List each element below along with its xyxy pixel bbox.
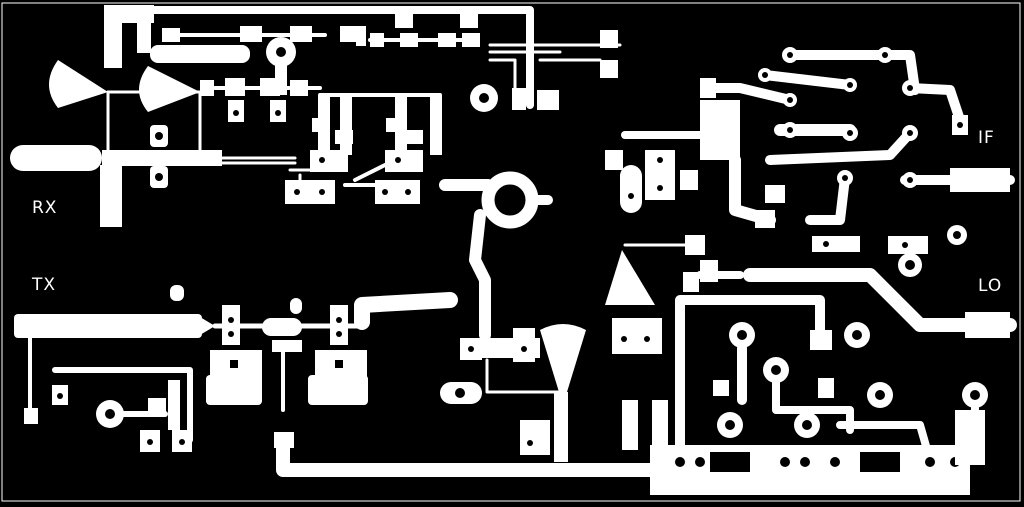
radial-stub-rx-2 (139, 66, 200, 112)
if-label: IF (978, 128, 995, 148)
tx-amp-stage-2 (308, 305, 368, 405)
rx-pads (150, 125, 221, 188)
right-top-network (621, 47, 1015, 277)
mixer-section (285, 93, 442, 204)
radial-stub-rx-1 (49, 60, 108, 108)
bottom-right-network (622, 295, 988, 495)
lo-label: LO (978, 276, 1003, 296)
rx-label: RX (32, 198, 58, 218)
rx-connector (10, 145, 222, 227)
lo-line (605, 250, 1017, 354)
tx-label: TX (32, 275, 57, 295)
tx-amp-stage-1 (206, 305, 262, 405)
top-bus (104, 5, 534, 109)
mid-top-pads (200, 78, 322, 122)
left-of-if-components (605, 150, 718, 282)
ring-hybrid (439, 171, 553, 341)
top-right-traces (356, 26, 622, 112)
center-lower (440, 324, 586, 462)
tx-lower-traces (52, 340, 667, 477)
rx-feedlines (106, 90, 297, 165)
